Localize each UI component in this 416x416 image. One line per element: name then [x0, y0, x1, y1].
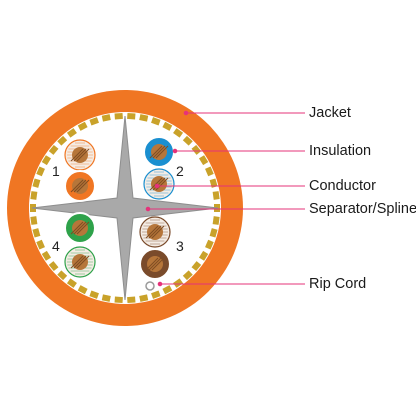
- wire-orange: [64, 170, 96, 202]
- callout-insulation: Insulation: [309, 143, 372, 159]
- shield-tooth: [212, 191, 220, 200]
- shield-tooth: [32, 228, 41, 238]
- shield-tooth: [198, 250, 209, 261]
- separator-leader-dot: [145, 206, 151, 212]
- shield-tooth: [101, 114, 111, 122]
- shield-tooth: [139, 114, 149, 122]
- shield-tooth: [66, 128, 77, 138]
- ripcord-leader-dot: [157, 281, 163, 287]
- shield-tooth: [212, 216, 220, 225]
- leader-lines: [145, 110, 305, 287]
- callout-separator: Separator/Spline: [309, 201, 416, 217]
- rip-cord: [145, 281, 155, 291]
- shield-tooth: [182, 270, 193, 281]
- pair-number-1: 1: [52, 163, 60, 179]
- shield-tooth: [57, 135, 68, 146]
- shield-tooth: [48, 144, 59, 155]
- shield-tooth: [151, 117, 161, 126]
- shield-tooth: [162, 285, 173, 295]
- wire-white-blue: [143, 168, 175, 200]
- shield-tooth: [30, 216, 38, 225]
- wire-blue: [143, 136, 175, 168]
- separator-spline: [31, 115, 219, 301]
- shield-tooth: [182, 135, 193, 146]
- pair-number-4: 4: [52, 238, 60, 254]
- wire-green: [64, 212, 96, 244]
- shield-tooth: [30, 191, 38, 200]
- shield-tooth: [127, 112, 136, 120]
- jacket-leader-dot: [183, 110, 189, 116]
- shield-tooth: [41, 155, 52, 166]
- shield-tooth: [127, 296, 136, 304]
- shield-tooth: [151, 290, 161, 299]
- shield-tooth: [205, 239, 214, 250]
- callout-ripcord: Rip Cord: [309, 276, 367, 292]
- shield-tooth: [57, 270, 68, 281]
- wire-pairs: [64, 136, 175, 280]
- shield-tooth: [209, 228, 218, 238]
- shield-tooth: [162, 121, 173, 131]
- wire-brown: [139, 248, 171, 280]
- shield-tooth: [32, 178, 41, 188]
- wire-white-green: [64, 246, 96, 278]
- shield-tooth: [89, 117, 99, 126]
- shield-tooth: [36, 166, 45, 177]
- shield-tooth: [77, 121, 88, 131]
- shield-tooth: [173, 128, 184, 138]
- shield-tooth: [191, 261, 202, 272]
- shield-tooth: [89, 290, 99, 299]
- pair-number-3: 3: [176, 238, 184, 254]
- shield-tooth: [36, 239, 45, 250]
- wire-white-brown: [139, 216, 171, 248]
- shield-tooth: [205, 166, 214, 177]
- pair-number-2: 2: [176, 163, 184, 179]
- shield-tooth: [101, 294, 111, 302]
- shield-tooth: [66, 278, 77, 288]
- shield-tooth: [191, 144, 202, 155]
- conductor-leader-dot: [154, 183, 160, 189]
- shield-teeth: [30, 112, 220, 304]
- shield-tooth: [48, 261, 59, 272]
- wire-white-orange: [64, 139, 96, 171]
- shield-tooth: [139, 294, 149, 302]
- shield-tooth: [114, 296, 123, 304]
- insulation-leader-dot: [172, 148, 178, 154]
- shield-tooth: [77, 285, 88, 295]
- shield-tooth: [173, 278, 184, 288]
- callout-jacket: Jacket: [309, 105, 351, 121]
- callout-conductor: Conductor: [309, 178, 376, 194]
- shield-tooth: [41, 250, 52, 261]
- shield-tooth: [114, 112, 123, 120]
- shield-tooth: [198, 155, 209, 166]
